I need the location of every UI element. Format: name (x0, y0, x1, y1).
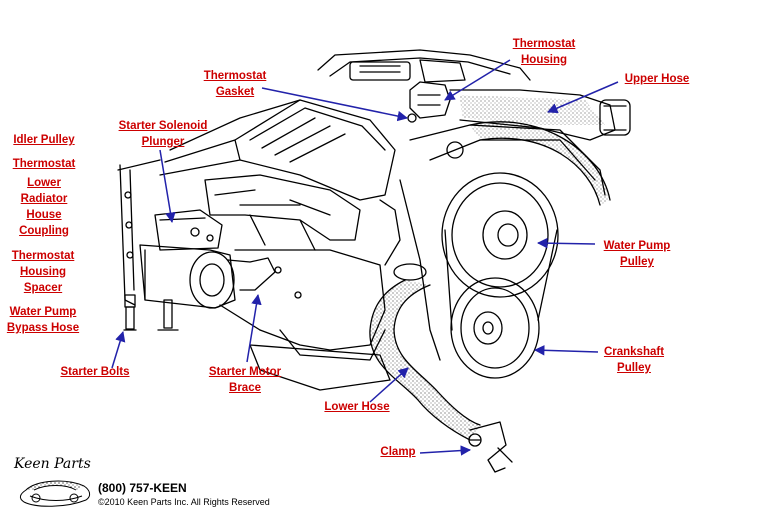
label-water-pump-bypass-hose[interactable]: Water Pump Bypass Hose (6, 306, 80, 334)
arrow-water-pump-pulley (536, 237, 596, 249)
label-crankshaft-pulley[interactable]: Crankshaft Pulley (603, 346, 665, 374)
label-water-pump-pulley[interactable]: Water Pump Pulley (603, 240, 671, 268)
carburetor (317, 49, 531, 83)
arrow-lower-hose (369, 367, 409, 403)
label-lower-radiator-house-coupling[interactable]: Lower Radiator House Coupling (19, 177, 69, 237)
label-starter-motor-brace[interactable]: Starter Motor Brace (208, 366, 282, 394)
label-idler-pulley[interactable]: Idler Pulley (13, 134, 75, 146)
keen-parts-logo: Keen Parts (13, 456, 91, 507)
arrow-clamp (419, 445, 472, 456)
label-thermostat-gasket[interactable]: Thermostat Gasket (203, 70, 267, 98)
starter-motor (139, 209, 302, 309)
arrow-starter-bolts (111, 330, 126, 369)
arrow-thermostat-gasket (261, 87, 409, 122)
phone-number: (800) 757-KEEN (98, 481, 187, 495)
crankshaft-pulley (450, 277, 540, 379)
label-lower-hose[interactable]: Lower Hose (324, 401, 390, 413)
frame-bracket (117, 159, 161, 306)
hose-clamp (393, 263, 513, 473)
upper-hose (449, 89, 631, 141)
arrow-starter-motor-brace (246, 293, 262, 363)
arrow-starter-solenoid (159, 149, 176, 224)
copyright: ©2010 Keen Parts Inc. All Rights Reserve… (98, 497, 270, 507)
arrow-crankshaft-pulley (533, 345, 599, 356)
logo-text: Keen Parts (13, 456, 91, 472)
arrow-thermostat-housing (444, 59, 511, 101)
water-pump-pulley (441, 172, 559, 298)
drive-belt (444, 229, 558, 331)
label-upper-hose[interactable]: Upper Hose (624, 73, 690, 85)
oil-pan (249, 344, 391, 391)
valve-cover (159, 99, 396, 201)
label-starter-solenoid-plunger[interactable]: Starter Solenoid Plunger (118, 120, 208, 148)
label-thermostat[interactable]: Thermostat (12, 158, 76, 170)
pointer-arrows (111, 59, 619, 456)
label-thermostat-housing[interactable]: Thermostat Housing (512, 38, 576, 66)
exhaust-manifold (204, 174, 361, 251)
label-starter-bolts[interactable]: Starter Bolts (60, 366, 130, 378)
engine-illustration (117, 49, 631, 473)
label-thermostat-housing-spacer[interactable]: Thermostat Housing Spacer (11, 250, 75, 294)
arrow-upper-hose (547, 81, 619, 114)
starter-bolt (123, 294, 179, 331)
label-clamp[interactable]: Clamp (380, 446, 416, 458)
